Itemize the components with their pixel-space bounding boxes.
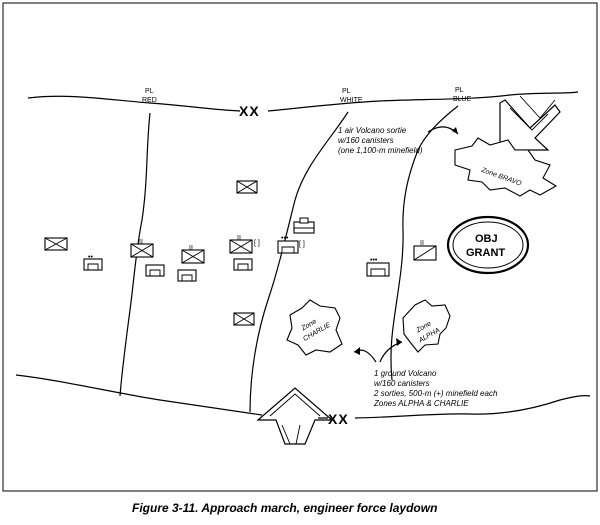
ground-note-arrowhead-right <box>396 338 402 346</box>
unit-engineer-symbol: ••• <box>366 257 390 277</box>
figure-caption: Figure 3-11. Approach march, engineer fo… <box>132 501 437 515</box>
friendly-axis-arrow <box>256 387 334 445</box>
air-volcano-note: 1 air Volcano sortie w/160 canisters (on… <box>338 126 423 155</box>
svg-text:GRANT: GRANT <box>466 247 505 259</box>
top-boundary-label: XX <box>239 103 260 119</box>
svg-text:OBJ: OBJ <box>475 233 498 245</box>
ground-note-arrowhead-left <box>354 347 360 355</box>
svg-text:Zones ALPHA & CHARLIE: Zones ALPHA & CHARLIE <box>373 399 469 408</box>
unit-engineer-symbol <box>145 264 165 277</box>
svg-text:2 sorties, 500-m (+) minefield: 2 sorties, 500-m (+) minefield each <box>373 389 498 398</box>
svg-text:w/160 canisters: w/160 canisters <box>338 136 394 145</box>
top-boundary-line <box>27 91 579 112</box>
svg-text:•••: ••• <box>370 257 378 264</box>
objective-grant: OBJ GRANT <box>446 215 530 275</box>
svg-text:[ ]: [ ] <box>254 240 260 247</box>
air-note-arrowhead <box>452 127 458 134</box>
threat-axis-arrow <box>499 95 561 151</box>
unit-infantry-symbol: II [ ] <box>229 235 260 254</box>
unit-engineer-symbol <box>233 258 253 271</box>
pl-white-label-pl: PL <box>342 88 351 95</box>
unit-infantry-symbol: II <box>181 245 205 264</box>
unit-cavalry-symbol: II <box>413 240 437 261</box>
svg-text:w/160 canisters: w/160 canisters <box>374 379 430 388</box>
zone-charlie: Zone CHARLIE <box>286 299 343 356</box>
phase-line-white <box>249 111 349 413</box>
svg-text:II: II <box>420 240 424 247</box>
ground-volcano-note: 1 ground Volcano w/160 canisters 2 sorti… <box>373 369 498 408</box>
svg-text:•••: ••• <box>281 235 289 242</box>
unit-engineer-symbol <box>177 269 197 282</box>
svg-text:II: II <box>139 239 143 246</box>
zone-bravo: Zone BRAVO <box>454 137 558 197</box>
pl-red-label-pl: PL <box>145 88 154 95</box>
unit-infantry-symbol <box>44 237 68 251</box>
svg-text:••: •• <box>88 254 93 261</box>
unit-infantry-symbol: II <box>130 239 154 258</box>
pl-blue-label-name: BLUE <box>453 96 472 103</box>
svg-text:1 ground Volcano: 1 ground Volcano <box>374 369 437 378</box>
unit-hq-symbol <box>293 217 315 234</box>
unit-infantry-symbol <box>236 180 258 194</box>
phase-line-red <box>119 112 151 397</box>
svg-text:II: II <box>237 235 241 242</box>
pl-red-label-name: RED <box>142 97 157 104</box>
unit-engineer-symbol: •• <box>83 254 103 271</box>
svg-text:II: II <box>189 245 193 252</box>
zone-alpha: Zone ALPHA <box>402 299 451 353</box>
pl-white-label-name: WHITE <box>340 97 363 104</box>
svg-text:[ ]: [ ] <box>299 241 305 248</box>
svg-text:(one 1,100-m minefield): (one 1,100-m minefield) <box>338 146 423 155</box>
pl-blue-label-pl: PL <box>455 87 464 94</box>
bottom-boundary-line <box>15 374 591 419</box>
unit-infantry-symbol <box>233 312 255 326</box>
unit-engineer-symbol: ••• [ ] <box>277 235 305 254</box>
svg-text:1 air Volcano sortie: 1 air Volcano sortie <box>338 126 407 135</box>
bottom-boundary-label: XX <box>328 411 349 427</box>
phase-line-blue <box>390 105 459 381</box>
